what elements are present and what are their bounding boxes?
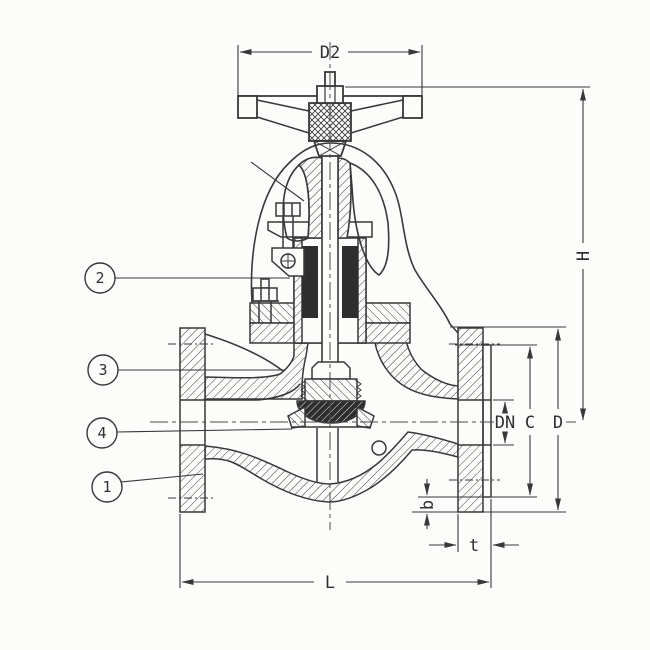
handwheel-spokes <box>256 99 404 134</box>
drain-boss <box>371 440 387 456</box>
stem-collar <box>311 361 351 380</box>
bore-curve-inlet <box>257 383 301 401</box>
yoke-limb-left <box>297 156 323 239</box>
dimension-labels: D2 H DN C D b t L <box>320 43 594 593</box>
dimension-t <box>429 499 519 552</box>
yoke-outer-arch <box>250 142 451 325</box>
callout-numbers: 2 3 4 1 <box>95 269 111 496</box>
handwheel-rim-left <box>237 95 258 119</box>
dimension-dn <box>493 399 514 446</box>
seat-ring-right <box>356 405 375 429</box>
dim-label-dn: DN <box>495 413 515 433</box>
bonnet-bolt <box>251 278 279 323</box>
dim-label-t: t <box>469 536 479 556</box>
dimension-d2 <box>237 45 423 98</box>
body-inlet-wall <box>204 342 309 400</box>
callout-number-4: 4 <box>97 424 106 442</box>
flange-right <box>457 327 484 513</box>
yoke <box>250 142 451 325</box>
yoke-window-right <box>349 161 390 276</box>
disc-and-seat <box>287 361 375 429</box>
callout-number-3: 3 <box>98 361 107 379</box>
body-hub-line-right <box>449 323 459 334</box>
callouts <box>84 161 305 503</box>
dim-label-l: L <box>325 573 335 593</box>
dim-label-d: D <box>553 413 563 433</box>
valve-disc <box>296 400 366 424</box>
callout-number-2: 2 <box>95 269 104 287</box>
callout-balloon-1 <box>91 471 204 503</box>
callout-number-1: 1 <box>102 478 111 496</box>
disc-nut-threads <box>300 378 362 402</box>
callout-balloon-3 <box>87 354 285 386</box>
dimension-l <box>179 514 492 588</box>
dim-label-d2: D2 <box>320 43 340 63</box>
seat-throat <box>316 428 339 482</box>
centerlines <box>150 42 576 530</box>
handwheel-rim-right <box>402 95 423 119</box>
leader-line-yoke <box>250 161 305 202</box>
flange-left <box>179 327 206 513</box>
dimension-d <box>412 326 566 513</box>
seat-ring-left <box>287 405 306 429</box>
dim-label-b: b <box>418 500 438 510</box>
packing-left <box>302 246 318 318</box>
body-hub-line-left <box>204 333 284 372</box>
dimensions <box>179 45 590 588</box>
flange-right-raised-face <box>482 344 492 498</box>
callout-balloon-4 <box>86 417 293 449</box>
dim-label-h: H <box>574 251 594 261</box>
dimension-h <box>345 86 590 421</box>
packing-right <box>342 246 358 318</box>
yoke-limb-right <box>337 157 352 239</box>
bolt-hole-centerlines <box>168 343 500 499</box>
gland-eye-bolt <box>271 202 305 277</box>
dim-label-c: C <box>525 413 535 433</box>
dimension-c <box>418 344 537 498</box>
callout-balloon-2 <box>84 262 290 294</box>
